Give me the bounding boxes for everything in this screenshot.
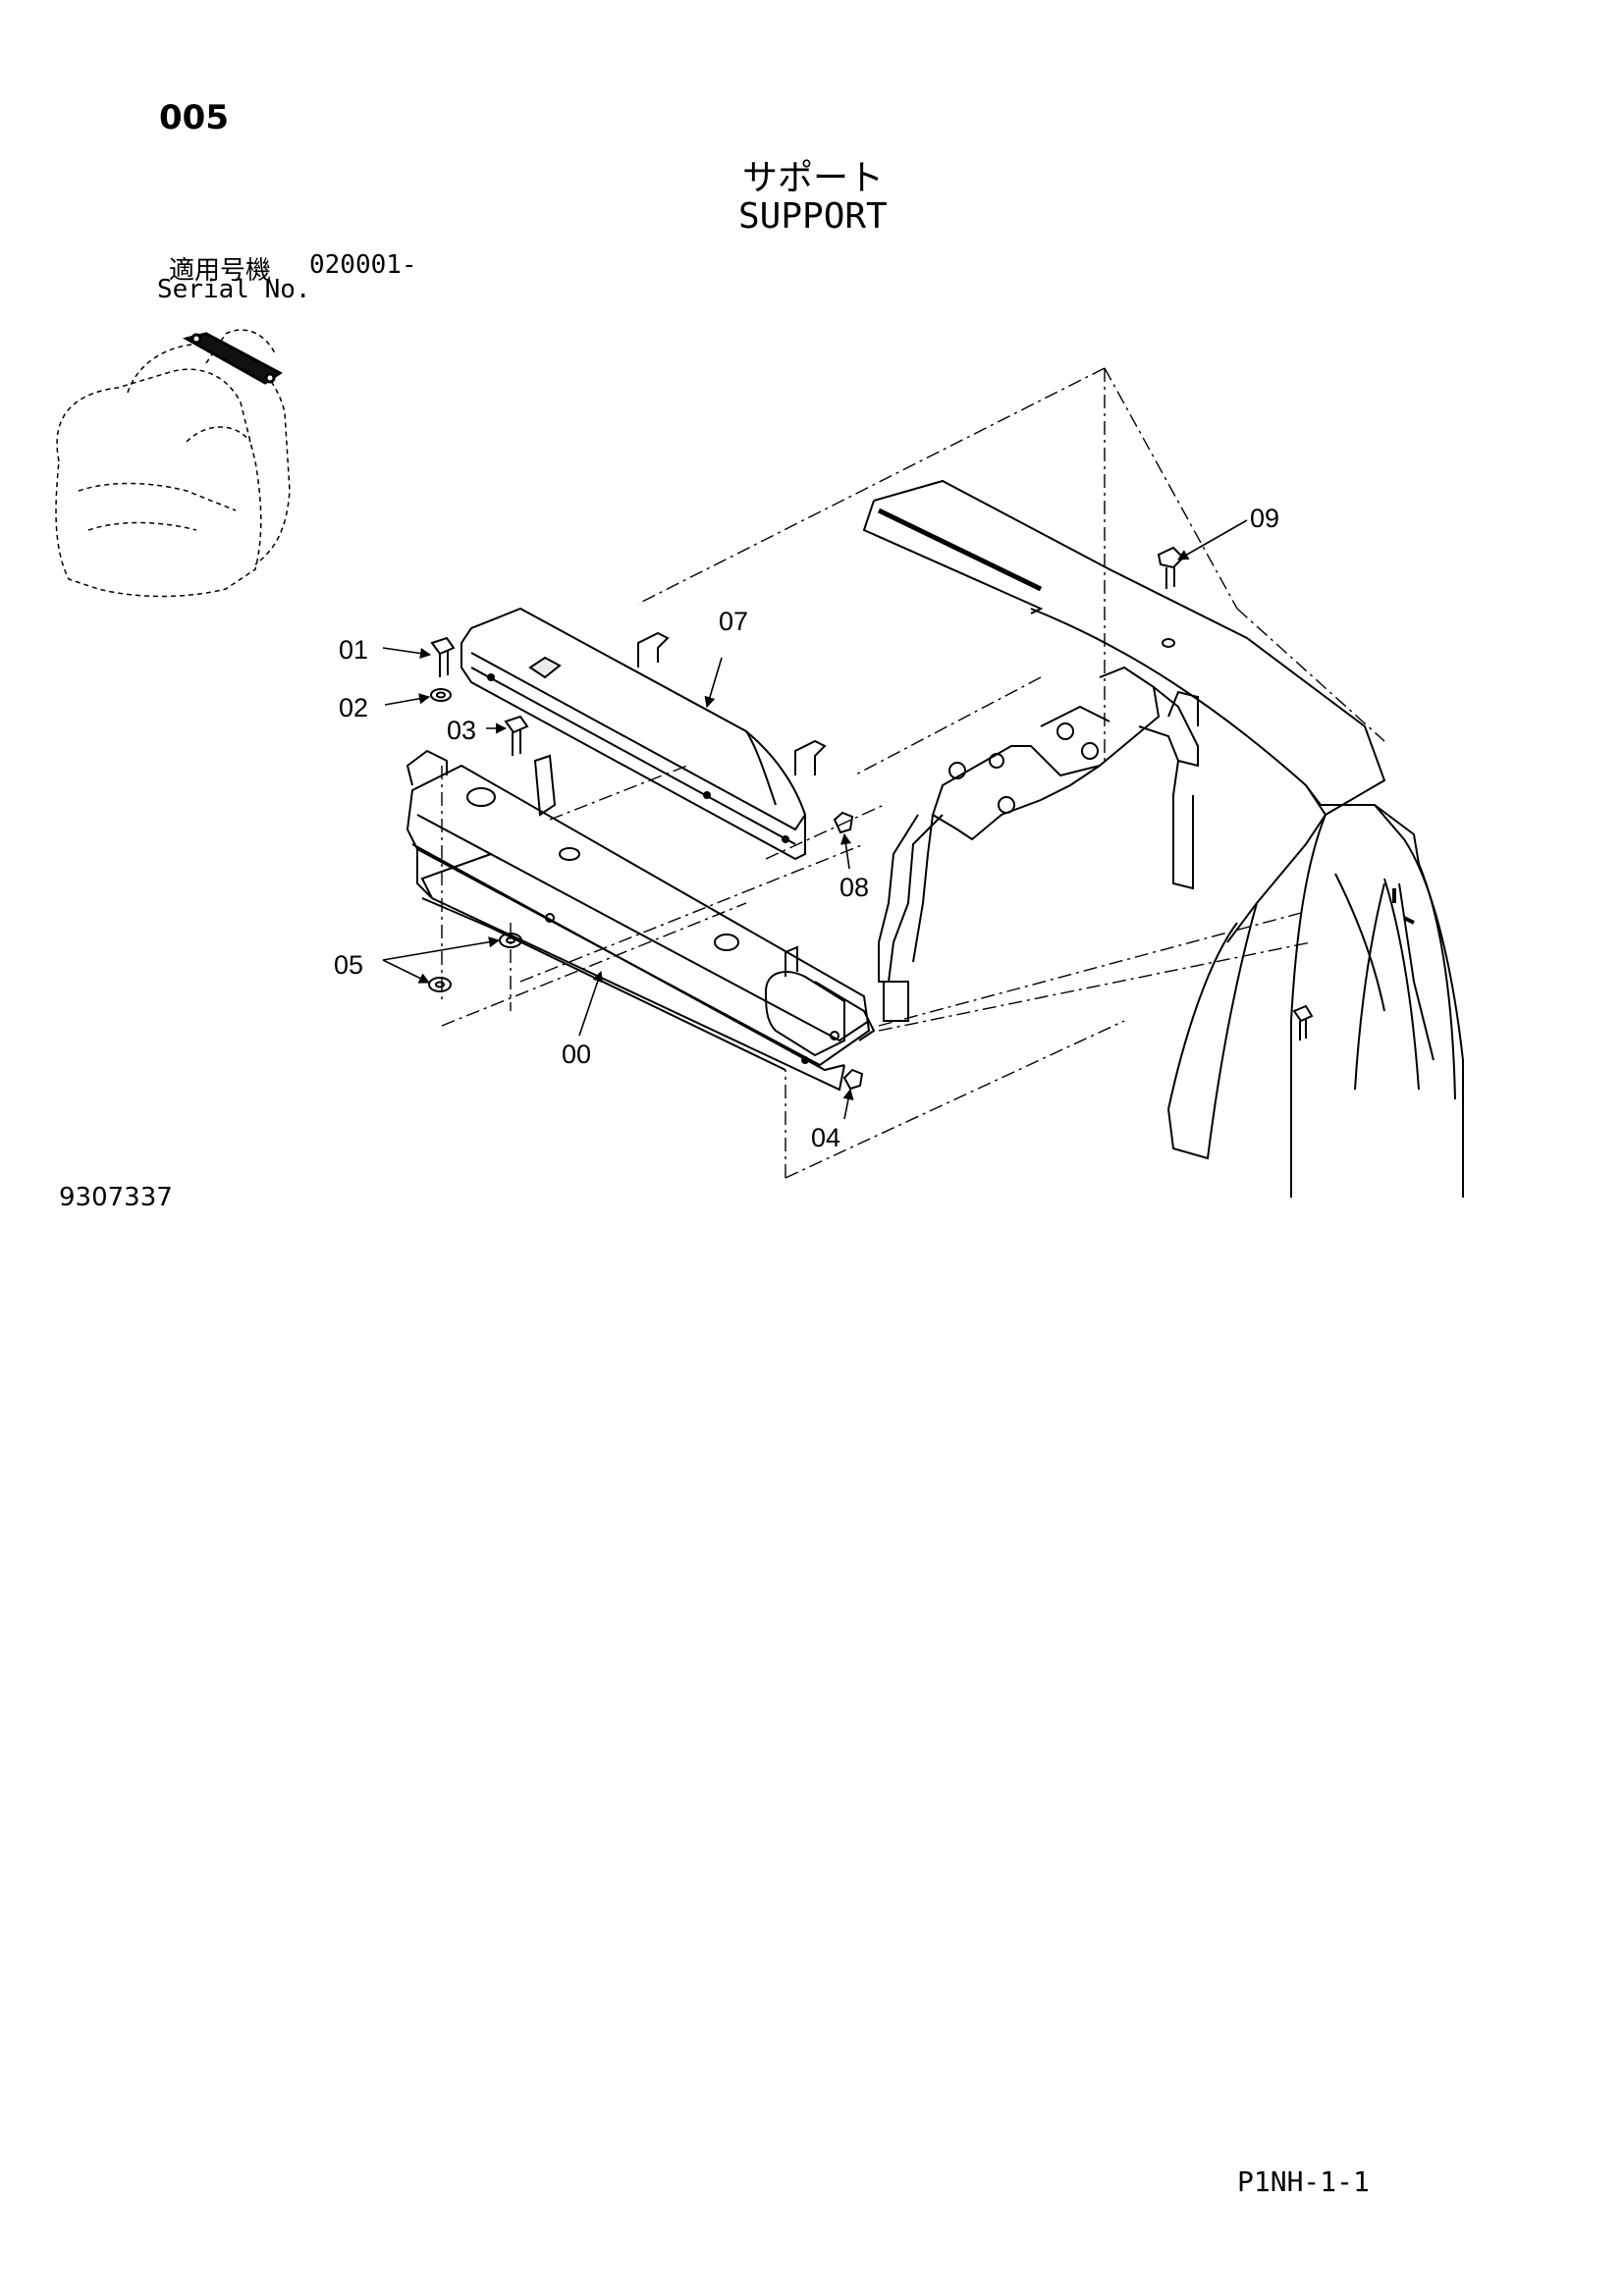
fastener-bolt-01 — [430, 636, 456, 677]
callout-08: 08 — [839, 873, 869, 902]
title-japanese: サポート — [742, 158, 885, 198]
fastener-bolt-frame — [1292, 1004, 1314, 1041]
callout-02: 02 — [339, 693, 368, 722]
center-bracket — [878, 666, 1199, 1022]
fastener-spacer — [533, 754, 557, 817]
callout-leaders — [382, 519, 1248, 1120]
cab-frame — [862, 479, 1464, 1198]
fastener-washer-02 — [430, 688, 452, 702]
serial-range: 020001- — [309, 250, 417, 280]
callout-04: 04 — [811, 1123, 840, 1152]
fastener-nut-08 — [833, 811, 854, 834]
callout-01: 01 — [339, 635, 368, 665]
fastener-bolt-09 — [1157, 546, 1185, 648]
part-00-support-frame — [406, 749, 876, 1092]
callout-labels: 09 07 01 02 03 08 05 00 04 — [334, 504, 1279, 1152]
callout-00: 00 — [562, 1040, 591, 1069]
drawing-number: 9307337 — [59, 1183, 173, 1212]
title-english: SUPPORT — [738, 196, 888, 237]
fastener-nut-04 — [842, 1068, 864, 1091]
serial-label-english: Serial No. — [157, 275, 311, 304]
page-reference: P1NH-1-1 — [1237, 2165, 1370, 2198]
locator-highlight — [182, 332, 283, 385]
page-code: 005 — [159, 98, 229, 137]
fastener-bolt-03 — [504, 715, 529, 756]
callout-03: 03 — [447, 716, 476, 745]
fastener-washers-05 — [428, 933, 522, 992]
callout-09: 09 — [1250, 504, 1279, 533]
callout-05: 05 — [334, 950, 363, 980]
serial-label-japanese: 適用号機 — [169, 256, 272, 286]
part-07-cover-plate — [460, 607, 827, 861]
callout-07: 07 — [719, 607, 748, 636]
